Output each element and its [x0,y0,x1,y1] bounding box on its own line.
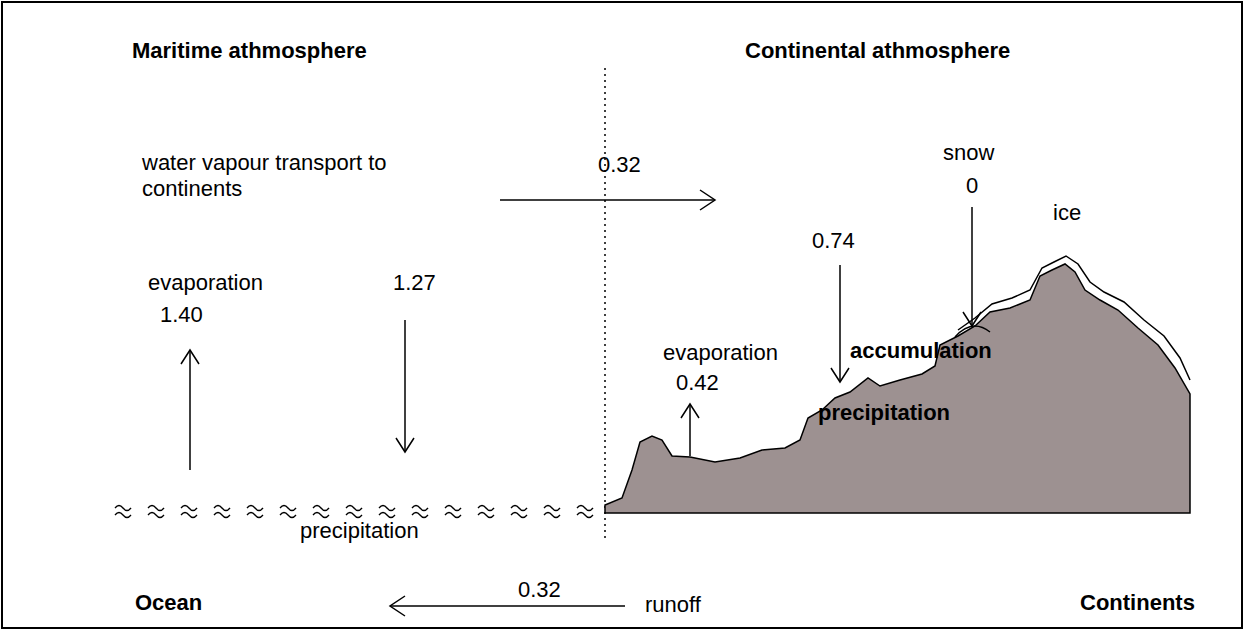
arrow-head [700,190,715,210]
wave-stroke [148,506,164,511]
wave-stroke [412,506,428,511]
accumulation-arc [955,326,990,337]
wave-stroke [247,506,263,511]
arrow-head [396,438,414,452]
evaporation-arrow [689,404,691,456]
wave-stroke [478,513,494,518]
wave-stroke [313,506,329,511]
region-label: Continents [1080,590,1195,616]
wave-stroke [379,513,395,518]
arrow-head [963,312,981,326]
wave-stroke [544,513,560,518]
flow-value: 0.74 [812,228,855,254]
wave-stroke [181,506,197,511]
arrow-head [831,368,849,382]
flow-label: evaporation [148,270,263,296]
flow-value: 1.27 [393,270,436,296]
wave-stroke [115,506,131,511]
flow-value: 0 [966,173,978,199]
flow-value: 0.32 [518,577,561,603]
wave-stroke [544,506,560,511]
wave-stroke [511,513,527,518]
precipitation-arrow [404,320,406,452]
process-label: precipitation [300,518,419,544]
divider-line [604,68,606,540]
runoff-arrow [390,605,625,607]
process-label: precipitation [818,400,950,426]
flow-value: 0.42 [676,370,719,396]
flow-label: runoff [645,592,701,618]
flow-value: 0.32 [598,152,641,178]
ocean-waves [115,506,593,518]
flow-label: water vapour transport to continents [142,150,404,202]
continent-mountain [605,264,1190,513]
snow-arrow [971,207,973,326]
wave-stroke [346,513,362,518]
wave-stroke [577,513,593,518]
arrow-head [390,596,405,616]
wave-stroke [280,506,296,511]
wave-stroke [313,513,329,518]
wave-stroke [346,506,362,511]
arrow-head [681,404,699,418]
evaporation-arrow [189,350,191,470]
wave-stroke [115,513,131,518]
wave-stroke [379,506,395,511]
wave-stroke [511,506,527,511]
ice-label: ice [1053,200,1081,226]
process-label: accumulation [850,338,992,364]
precipitation-arrow [839,265,841,382]
wave-stroke [445,513,461,518]
wave-stroke [445,506,461,511]
wave-stroke [214,506,230,511]
flow-value: 1.40 [160,302,203,328]
wave-stroke [577,506,593,511]
region-label: Ocean [135,590,202,616]
vapour-arrow [500,199,715,201]
wave-stroke [478,506,494,511]
wave-stroke [412,513,428,518]
arrow-head [181,350,199,364]
wave-stroke [181,513,197,518]
region-heading: Maritime athmosphere [132,38,367,64]
wave-stroke [148,513,164,518]
flow-label: snow [943,140,994,166]
flow-label: evaporation [663,340,778,366]
region-heading: Continental athmosphere [745,38,1010,64]
wave-stroke [280,513,296,518]
wave-stroke [247,513,263,518]
wave-stroke [214,513,230,518]
ice-cap [958,256,1190,380]
